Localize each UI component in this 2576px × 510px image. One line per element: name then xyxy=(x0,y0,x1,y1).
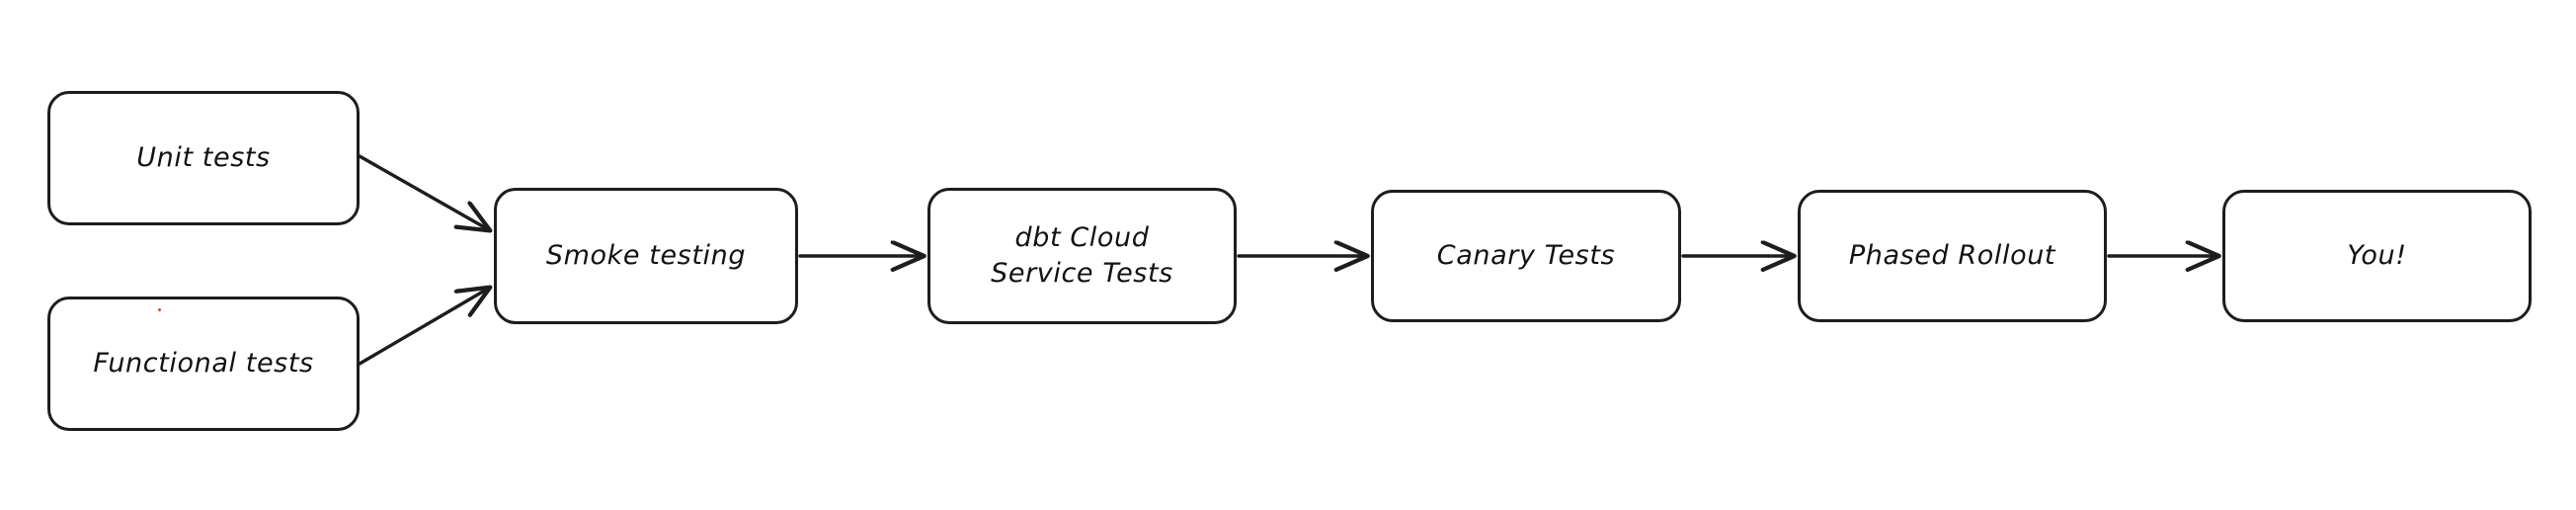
node-phased-rollout[interactable]: Phased Rollout xyxy=(1798,190,2107,322)
node-label-you: You! xyxy=(2347,240,2407,272)
node-label-phased-rollout: Phased Rollout xyxy=(1848,240,2056,272)
edge-functional-to-smoke xyxy=(358,289,488,366)
node-dbt-cloud-service-tests[interactable]: dbt Cloud Service Tests xyxy=(927,188,1237,324)
red-speck-artifact xyxy=(158,308,161,311)
node-smoke-testing[interactable]: Smoke testing xyxy=(494,188,798,324)
edge-unit-to-smoke xyxy=(358,154,488,229)
node-unit-tests[interactable]: Unit tests xyxy=(47,91,360,225)
node-functional-tests[interactable]: Functional tests xyxy=(47,297,360,431)
node-label-unit-tests: Unit tests xyxy=(136,142,271,174)
node-label-functional-tests: Functional tests xyxy=(93,348,314,380)
node-label-canary-tests: Canary Tests xyxy=(1436,240,1616,272)
node-label-dbt-cloud-service-tests: dbt Cloud Service Tests xyxy=(991,222,1173,289)
node-canary-tests[interactable]: Canary Tests xyxy=(1371,190,1681,322)
node-you[interactable]: You! xyxy=(2222,190,2532,322)
node-label-smoke-testing: Smoke testing xyxy=(545,240,747,272)
